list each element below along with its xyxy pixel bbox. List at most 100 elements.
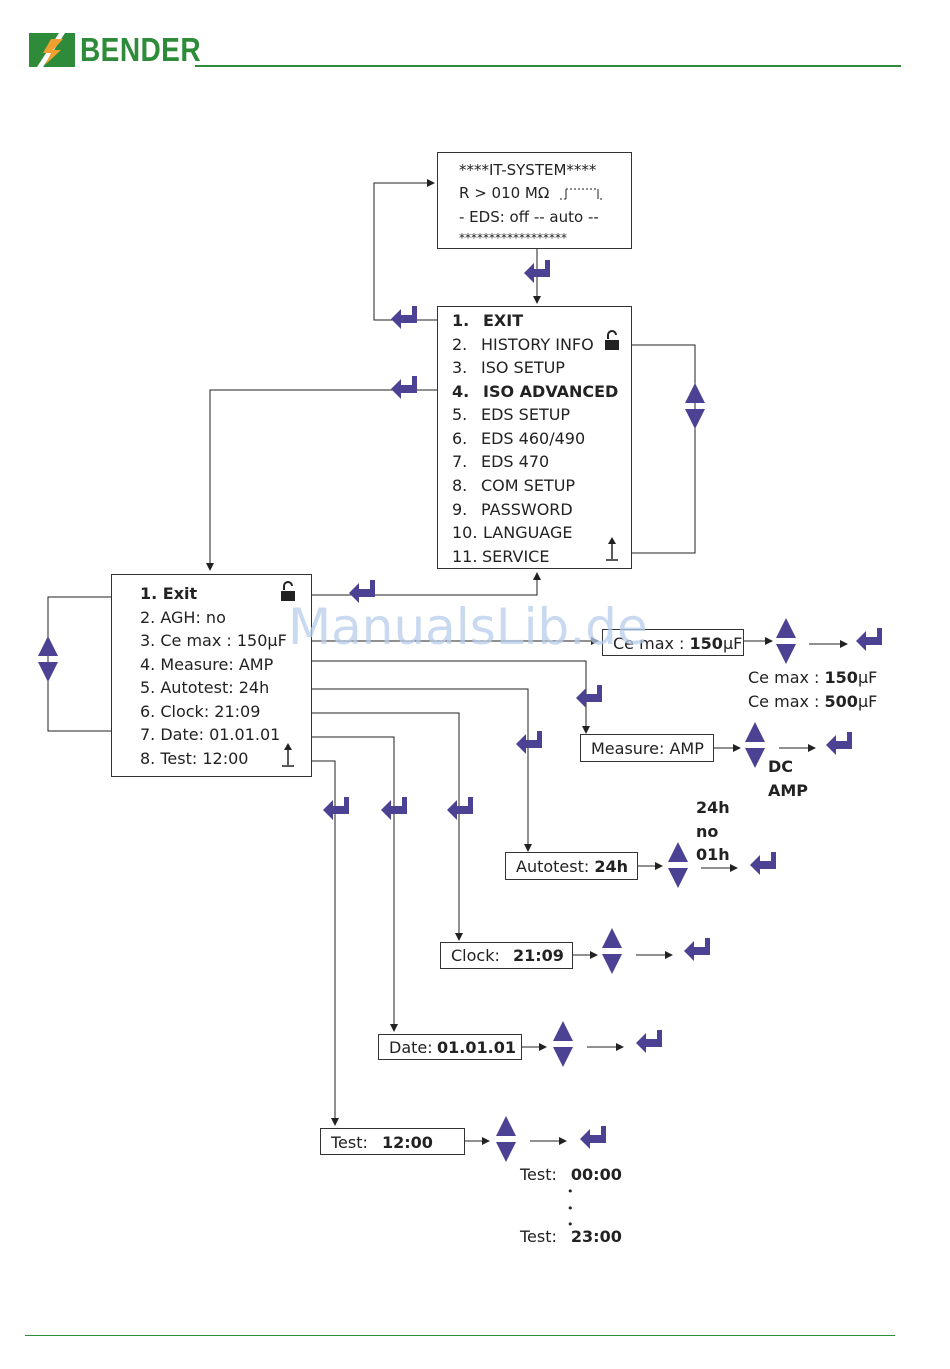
clock-box: Clock: 21:09 [440,942,573,969]
unlocked-padlock-icon [281,581,295,601]
ce-max-option-label: Ce max : [748,692,825,711]
enter-key-icon [684,938,710,961]
autotest-option-no: no [696,822,719,841]
enter-key-icon [391,376,417,399]
test-option-label: Test: [520,1165,557,1184]
footer-rule [25,1335,895,1336]
ce-max-option-value: 150 [824,668,858,687]
enter-key-icon [580,1126,606,1149]
scroll-top-icon [606,537,618,561]
submenu-item-date[interactable]: 7. Date: 01.01.01 [140,725,281,744]
menu-item-history-info[interactable]: HISTORY INFO [481,335,594,354]
menu-item-eds-setup[interactable]: EDS SETUP [481,405,571,424]
menu-item-com-setup[interactable]: COM SETUP [481,476,576,495]
submenu-item-clock[interactable]: 6. Clock: 21:09 [140,702,261,721]
bender-logo-icon [29,33,75,67]
display-line-2: R > 010 MΩ [459,184,550,202]
autotest-value: 24h [594,857,629,876]
menu-item-password[interactable]: PASSWORD [481,500,573,519]
menu-num-9: 9. [452,500,468,519]
menu-item-language[interactable]: LANGUAGE [483,523,573,542]
up-down-keys-icon [776,618,796,664]
main-menu: 1. EXIT 2. HISTORY INFO 3. ISO SETUP 4. … [437,306,632,569]
pulse-icon [560,188,604,200]
enter-key-icon [349,580,375,603]
date-value: 01.01.01 [437,1038,516,1057]
ce-max-option-unit: µF [857,668,878,687]
menu-num-2: 2. [452,335,468,354]
watermark: ManualsLib.de [288,598,648,656]
submenu-item-exit[interactable]: 1. Exit [140,584,198,603]
measure-option-amp: AMP [768,781,809,800]
brand-name: BENDER [80,31,202,68]
display-line-3: - EDS: off -- auto -- [459,208,599,226]
enter-key-icon [750,852,776,875]
test-option-value: 23:00 [570,1227,622,1246]
measure-value: Measure: AMP [591,739,704,758]
enter-key-icon [381,797,407,820]
up-down-keys-icon [553,1021,573,1067]
up-down-keys-icon [745,722,765,768]
test-value: 12:00 [382,1133,433,1152]
submenu-item-agh[interactable]: 2. AGH: no [140,608,226,627]
autotest-option-24h: 24h [696,798,730,817]
enter-key-icon [516,731,542,754]
clock-value: 21:09 [513,946,564,965]
ce-max-option-unit: µF [857,692,878,711]
test-option-dot: • [567,1185,574,1198]
bender-logo [29,33,75,67]
test-option-label: Test: [520,1227,557,1246]
menu-num-3: 3. [452,358,468,377]
ce-max-option-2: Ce max : 500µF [748,694,877,710]
measure-option-dc: DC [768,757,794,776]
ce-max-value-line: Ce max : 150µF [613,636,742,652]
menu-item-exit[interactable]: EXIT [483,311,524,330]
submenu-item-measure[interactable]: 4. Measure: AMP [140,655,274,674]
ce-max-value: 150 [689,634,723,653]
display-line-4: ****************** [459,231,567,245]
measure-box: Measure: AMP [580,734,714,762]
menu-num-10: 10. [452,523,478,542]
test-option-dot: • [567,1218,574,1231]
ce-max-unit: µF [722,634,743,653]
test-option-value: 00:00 [570,1165,622,1184]
autotest-label: Autotest: [516,857,595,876]
up-down-keys-icon [496,1116,516,1162]
menu-num-11: 11. [452,547,478,566]
menu-num-7: 7. [452,452,468,471]
scroll-top-icon [282,743,294,767]
menu-item-iso-setup[interactable]: ISO SETUP [481,358,565,377]
test-option-last: Test: 23:00 [520,1229,622,1245]
ce-max-box: Ce max : 150µF [602,629,744,656]
enter-key-icon [391,306,417,329]
menu-num-5: 5. [452,405,468,424]
menu-item-service[interactable]: SERVICE [482,547,550,566]
submenu-item-ce-max[interactable]: 3. Ce max : 150µF [140,631,287,650]
test-box: Test: 12:00 [320,1128,465,1155]
autotest-box: Autotest: 24h [505,852,638,880]
up-down-keys-icon [38,636,58,682]
enter-key-icon [323,797,349,820]
menu-item-eds-460-490[interactable]: EDS 460/490 [481,429,586,448]
submenu-item-autotest[interactable]: 5. Autotest: 24h [140,678,270,697]
enter-key-icon [576,685,602,708]
ce-max-option-value: 500 [824,692,858,711]
test-label: Test: [331,1133,368,1152]
standard-display: ****IT-SYSTEM**** R > 010 MΩ - EDS: off … [437,152,632,249]
autotest-value-line: Autotest: 24h [516,859,628,875]
ce-max-option-label: Ce max : [748,668,825,687]
up-down-keys-icon [685,383,705,429]
test-option-dot: • [567,1202,574,1215]
ce-max-option-1: Ce max : 150µF [748,670,877,686]
up-down-keys-icon [668,842,688,888]
menu-item-iso-advanced[interactable]: ISO ADVANCED [483,382,619,401]
submenu-item-test[interactable]: 8. Test: 12:00 [140,749,249,768]
menu-item-eds-470[interactable]: EDS 470 [481,452,550,471]
iso-advanced-submenu: 1. Exit 2. AGH: no 3. Ce max : 150µF 4. … [111,574,312,777]
menu-num-8: 8. [452,476,468,495]
date-label: Date: [389,1038,433,1057]
enter-key-icon [826,732,852,755]
unlocked-padlock-icon [605,330,619,350]
enter-key-icon [447,797,473,820]
